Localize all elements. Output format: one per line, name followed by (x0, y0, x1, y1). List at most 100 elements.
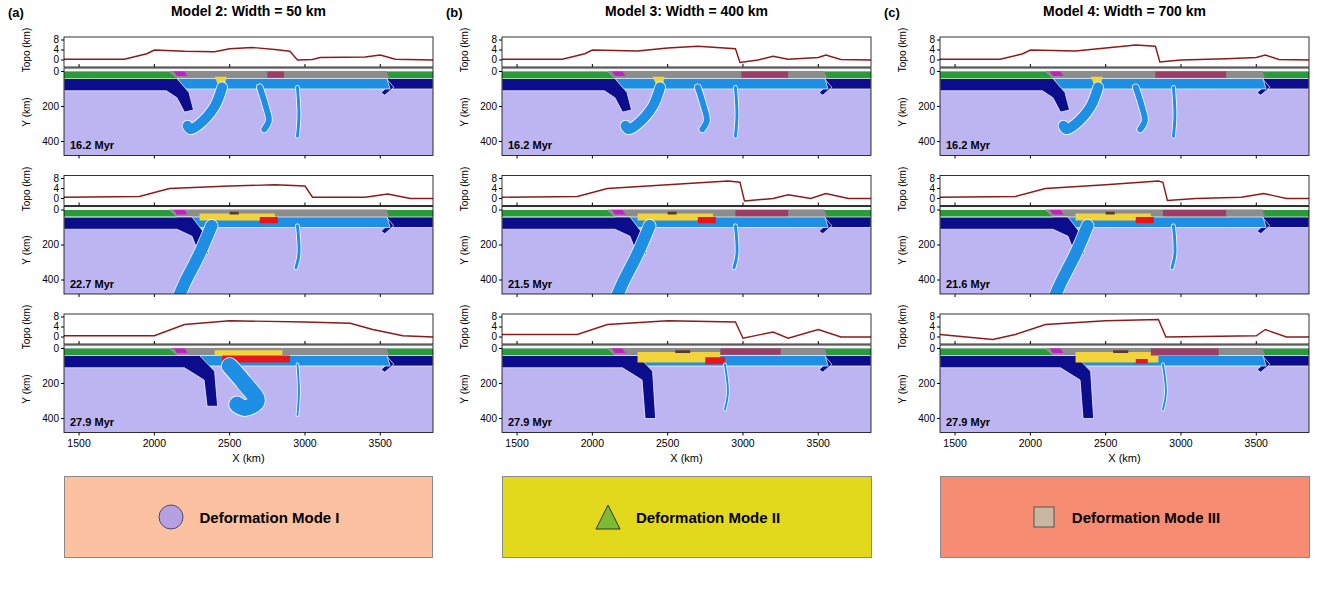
x-tick-label: 1500 (505, 437, 528, 448)
time-label: 27.9 Myr (946, 417, 990, 428)
mode-label: Deformation Mode II (636, 509, 780, 526)
x-tick-label: 2500 (656, 437, 679, 448)
y-tick-label: 200 (480, 379, 497, 389)
model-section (940, 68, 1309, 156)
model-section (502, 68, 871, 156)
y-tick-label: 4 (491, 184, 497, 194)
y-tick-label: 0 (491, 55, 497, 65)
axis-title: Y (km) (898, 236, 908, 265)
mode-symbol (594, 503, 622, 531)
x-tick-label: 3000 (293, 437, 316, 448)
y-tick-label: 400 (42, 137, 59, 147)
time-label: 27.9 Myr (508, 417, 552, 428)
y-tick-label: 400 (42, 275, 59, 285)
y-tick-label: 400 (918, 137, 935, 147)
model-section (64, 345, 433, 433)
x-tick-label: 3000 (1169, 437, 1192, 448)
topography-curve (502, 321, 871, 339)
y-tick-label: 400 (918, 414, 935, 424)
y-tick-label: 400 (42, 414, 59, 424)
panel-letter: (c) (884, 6, 900, 19)
y-tick-label: 4 (53, 45, 59, 55)
y-tick-label: 0 (491, 194, 497, 204)
x-tick-label: 2000 (1019, 437, 1042, 448)
mode-box: Deformation Mode III (940, 476, 1310, 558)
topography-curve (64, 48, 433, 61)
panel-letter: (a) (8, 6, 24, 19)
axis-title: Topo (km) (460, 305, 470, 349)
mode-label: Deformation Mode I (199, 509, 339, 526)
axis-title: Y (km) (460, 97, 470, 126)
axis-title: Topo (km) (898, 305, 908, 349)
y-tick-label: 8 (929, 312, 935, 322)
y-tick-label: 400 (480, 414, 497, 424)
y-tick-label: 400 (918, 275, 935, 285)
axis-title: X (km) (1108, 452, 1140, 463)
y-tick-label: 400 (480, 137, 497, 147)
axis-title: Y (km) (898, 374, 908, 403)
topography-curve (940, 320, 1309, 340)
y-tick-label: 0 (53, 205, 59, 215)
topography-curve (502, 181, 871, 201)
y-tick-label: 0 (929, 344, 935, 354)
y-tick-label: 400 (480, 275, 497, 285)
axis-title: Y (km) (460, 236, 470, 265)
mode-box: Deformation Mode I (64, 476, 433, 558)
x-tick-label: 1500 (943, 437, 966, 448)
y-tick-label: 8 (53, 174, 59, 184)
y-tick-label: 200 (480, 102, 497, 112)
topography-curve (940, 45, 1309, 62)
model-section (64, 68, 433, 156)
y-tick-label: 8 (53, 312, 59, 322)
axis-title: Topo (km) (22, 305, 32, 349)
y-tick-label: 4 (491, 45, 497, 55)
model-section (940, 207, 1309, 295)
y-tick-label: 4 (929, 184, 935, 194)
column-title: Model 3: Width = 400 km (605, 4, 768, 18)
x-tick-label: 2500 (1094, 437, 1117, 448)
y-tick-label: 0 (929, 205, 935, 215)
y-tick-label: 200 (42, 379, 59, 389)
axis-title: Y (km) (22, 374, 32, 403)
axis-title: Topo (km) (22, 28, 32, 72)
y-tick-label: 4 (929, 322, 935, 332)
axis-title: Y (km) (22, 97, 32, 126)
mode-label: Deformation Mode III (1072, 509, 1220, 526)
y-tick-label: 0 (491, 205, 497, 215)
y-tick-label: 0 (491, 332, 497, 342)
x-tick-label: 3500 (1245, 437, 1268, 448)
axis-title: Topo (km) (460, 166, 470, 210)
axis-title: X (km) (232, 452, 264, 463)
y-tick-label: 4 (929, 45, 935, 55)
axis-title: Topo (km) (898, 28, 908, 72)
x-tick-label: 1500 (67, 437, 90, 448)
y-tick-label: 8 (491, 312, 497, 322)
y-tick-label: 4 (53, 322, 59, 332)
mode-symbol (1030, 503, 1058, 531)
y-tick-label: 0 (491, 67, 497, 77)
time-label: 16.2 Myr (946, 140, 990, 151)
time-label: 16.2 Myr (508, 140, 552, 151)
y-tick-label: 8 (491, 35, 497, 45)
y-tick-label: 0 (491, 344, 497, 354)
time-label: 21.6 Myr (946, 278, 990, 289)
x-tick-label: 3500 (807, 437, 830, 448)
model-section (502, 345, 871, 433)
y-tick-label: 8 (491, 174, 497, 184)
time-label: 27.9 Myr (70, 417, 114, 428)
axis-title: Topo (km) (460, 28, 470, 72)
y-tick-label: 4 (53, 184, 59, 194)
y-tick-label: 0 (53, 55, 59, 65)
axis-title: Y (km) (460, 374, 470, 403)
y-tick-label: 200 (918, 240, 935, 250)
y-tick-label: 0 (53, 344, 59, 354)
axis-title: Y (km) (898, 97, 908, 126)
y-tick-label: 200 (918, 102, 935, 112)
mode-box: Deformation Mode II (502, 476, 872, 558)
y-tick-label: 8 (929, 35, 935, 45)
mode-symbol (157, 503, 185, 531)
axis-title: Y (km) (22, 236, 32, 265)
time-label: 21.5 Myr (508, 278, 552, 289)
y-tick-label: 200 (42, 102, 59, 112)
time-label: 22.7 Myr (70, 278, 114, 289)
